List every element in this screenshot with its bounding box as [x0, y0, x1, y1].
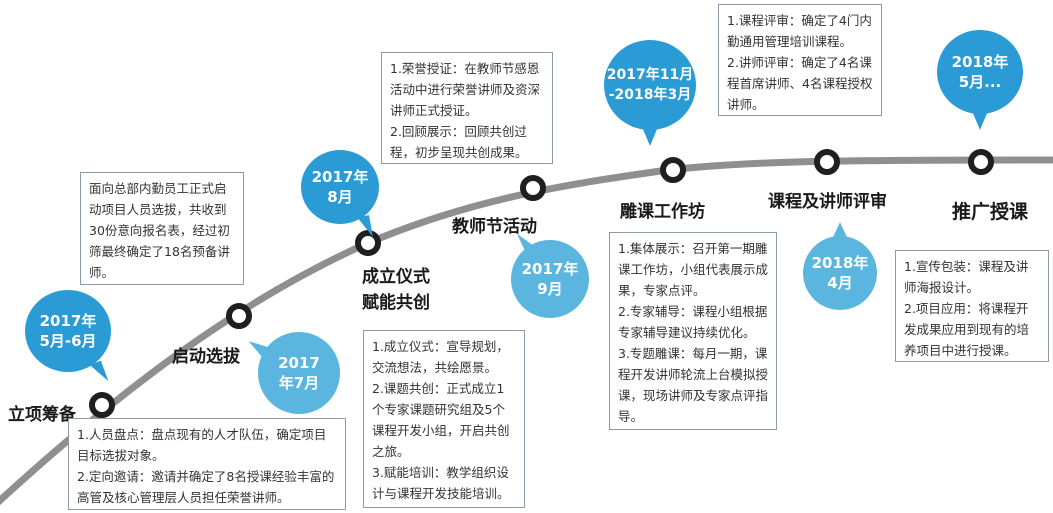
- timeline-node-3: [355, 230, 381, 256]
- timeline-node-5: [660, 157, 686, 183]
- timeline-node-7: [968, 149, 994, 175]
- stage-title-line-2: 赋能共创: [362, 293, 430, 313]
- date-bubble-stage-7: 2018年 5月...: [937, 30, 1023, 130]
- detail-item: 1.集体展示：召开第一期雕课工作坊，小组代表展示成果，专家点评。: [618, 241, 769, 298]
- stage-title-7: 推广授课: [952, 201, 1029, 223]
- stage-title-line-1: 成立仪式: [362, 267, 430, 287]
- timeline-node-4: [520, 175, 546, 201]
- date-bubble-stage-4: 2017年 9月: [511, 228, 589, 318]
- date-bubble-stage-1: 2017年 5月-6月: [25, 290, 111, 386]
- date-line-2: 年7月: [278, 374, 320, 392]
- date-line-2: -2018年3月: [608, 87, 692, 103]
- detail-item: 3.专题雕课：每月一期，课程开发讲师轮流上台模拟授课，现场讲师及专家点评指导。: [618, 346, 769, 424]
- detail-item: 1.荣誉授证：在教师节感恩活动中进行荣誉讲师及资深讲师正式授证。: [390, 61, 541, 118]
- stage-details-1: 1.人员盘点：盘点现有的人才队伍，确定项目目标选拔对象。 2.定向邀请：邀请并确…: [68, 418, 346, 510]
- stage-details-7: 1.宣传包装：课程及讲师海报设计。 2.项目应用：将课程开发成果应用到现有的培养…: [895, 250, 1049, 362]
- bubble-tail: [830, 222, 850, 244]
- detail-item: 3.赋能培训：教学组织设计与课程开发技能培训。: [372, 465, 510, 501]
- date-bubble-stage-6: 2018年 4月: [803, 222, 877, 310]
- detail-item: 2.课题共创：正式成立1个专家课题研究组及5个课程开发小组，开启共创之旅。: [372, 381, 510, 459]
- detail-item: 1.宣传包装：课程及讲师海报设计。: [904, 259, 1029, 295]
- date-line-2: 5月...: [958, 73, 1002, 91]
- detail-item: 2.回顾展示：回顾共创过程，初步呈现共创成果。: [390, 124, 528, 160]
- detail-item: 1.成立仪式：宣导规划，交流想法，共绘愿景。: [372, 339, 509, 375]
- date-bubble-stage-5: 2017年11月 -2018年3月: [604, 40, 696, 146]
- stage-details-5: 1.集体展示：召开第一期雕课工作坊，小组代表展示成果，专家点评。 2.专家辅导：…: [609, 232, 777, 430]
- date-line-1: 2017年: [39, 312, 97, 330]
- timeline-node-1: [89, 392, 115, 418]
- bubble-tail: [640, 122, 660, 146]
- stage-details-3: 1.成立仪式：宣导规划，交流想法，共绘愿景。 2.课题共创：正式成立1个专家课题…: [363, 330, 525, 508]
- date-line-2: 8月: [327, 188, 353, 206]
- detail-item: 2.专家辅导：课程小组根据专家辅导建议持续优化。: [618, 304, 768, 340]
- date-line-2: 4月: [827, 274, 853, 292]
- detail-item: 1.人员盘点：盘点现有的人才队伍，确定项目目标选拔对象。: [77, 427, 327, 463]
- stage-title-1: 立项筹备: [8, 405, 76, 425]
- date-bubble-stage-2: 2017 年7月: [248, 332, 340, 414]
- stage-details-4: 1.荣誉授证：在教师节感恩活动中进行荣誉讲师及资深讲师正式授证。 2.回顾展示：…: [381, 52, 553, 164]
- stage-title-6: 课程及讲师评审: [768, 192, 887, 212]
- stage-details-6: 1.课程评审：确定了4门内勤通用管理培训课程。 2.讲师评审：确定了4名课程首席…: [718, 4, 882, 116]
- date-line-1: 2017年: [311, 168, 369, 186]
- stage-title-5: 雕课工作坊: [620, 202, 705, 222]
- detail-item: 2.项目应用：将课程开发成果应用到现有的培养项目中进行授课。: [904, 301, 1030, 358]
- bubble-tail: [970, 106, 990, 130]
- date-bubble-stage-3: 2017年 8月: [301, 150, 379, 239]
- detail-item: 面向总部内勤员工正式启动项目人员选拔，共收到30份意向报名表，经过初筛最终确定了…: [89, 181, 230, 280]
- date-line-1: 2018年: [811, 254, 869, 272]
- stage-details-2: 面向总部内勤员工正式启动项目人员选拔，共收到30份意向报名表，经过初筛最终确定了…: [80, 172, 244, 285]
- stage-title-2: 启动选拔: [172, 347, 240, 367]
- timeline-node-6: [814, 149, 840, 175]
- date-line-1: 2018年: [951, 53, 1009, 71]
- detail-item: 1.课程评审：确定了4门内勤通用管理培训课程。: [727, 13, 872, 49]
- detail-item: 2.定向邀请：邀请并确定了8名授课经验丰富的高管及核心管理层人员担任荣誉讲师。: [77, 469, 335, 505]
- date-line-2: 9月: [537, 280, 563, 298]
- timeline-node-2: [226, 303, 252, 329]
- stage-title-4: 教师节活动: [452, 217, 537, 237]
- detail-item: 2.讲师评审：确定了4名课程首席讲师、4名课程授权讲师。: [727, 55, 873, 112]
- date-line-2: 5月-6月: [39, 332, 97, 350]
- stage-title-3: 成立仪式 赋能共创: [362, 264, 430, 316]
- date-line-1: 2017年: [521, 260, 579, 278]
- date-line-1: 2017: [278, 354, 320, 372]
- date-line-1: 2017年11月: [606, 67, 694, 83]
